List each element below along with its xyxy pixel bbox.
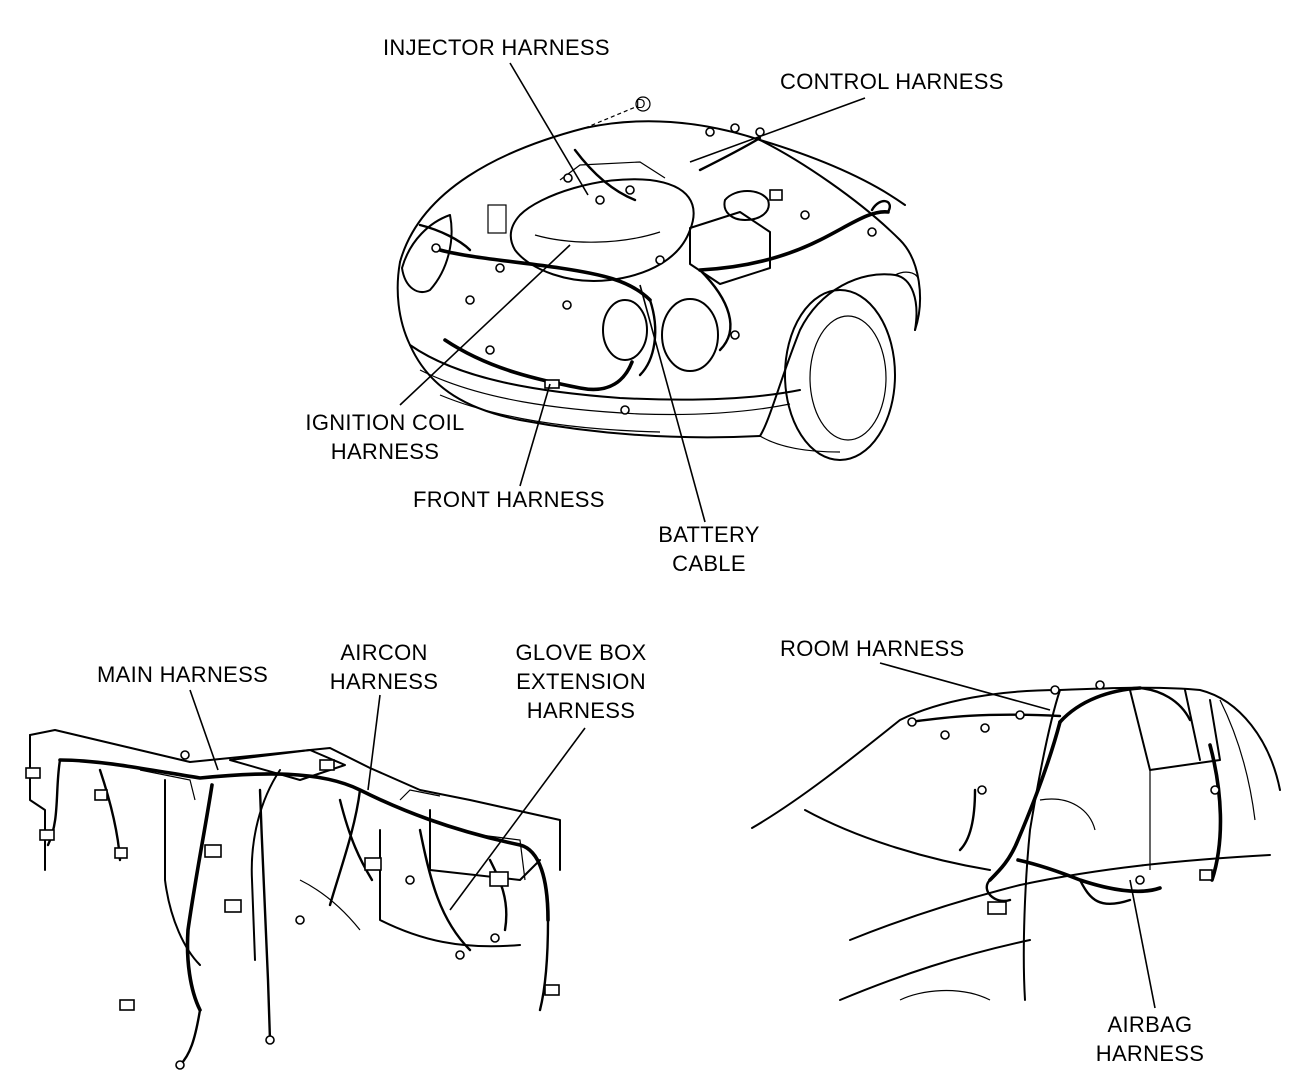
car-body-connectors [907,680,1220,915]
label-injector-harness-text: INJECTOR HARNESS [383,35,610,60]
label-ignition-coil-harness-line1: IGNITION COIL [305,410,465,435]
leader-lines [189,62,1156,1009]
label-aircon-harness-line2: HARNESS [329,669,439,694]
label-ignition-coil-harness: IGNITION COIL HARNESS [298,408,472,466]
label-control-harness: CONTROL HARNESS [780,67,1004,96]
engine-bay-connectors [431,123,877,415]
label-ref-marker-text: D [636,96,646,111]
label-glove-box-line1: GLOVE BOX [515,640,647,665]
label-airbag-harness: AIRBAG HARNESS [1088,1010,1212,1068]
label-front-harness-text: FRONT HARNESS [413,487,605,512]
label-injector-harness: INJECTOR HARNESS [383,33,610,62]
label-ignition-coil-harness-line2: HARNESS [330,439,440,464]
label-glove-box-line2: EXTENSION [516,669,646,694]
car-body-illustration [751,686,1281,1001]
label-battery-cable-line2: CABLE [672,551,746,576]
label-aircon-harness: AIRCON HARNESS [323,638,445,696]
label-airbag-harness-line1: AIRBAG [1107,1012,1193,1037]
label-aircon-harness-line1: AIRCON [340,640,428,665]
label-front-harness: FRONT HARNESS [413,485,605,514]
instrument-panel-connectors [25,750,560,1070]
instrument-panel-illustration [29,729,561,1067]
label-main-harness: MAIN HARNESS [97,660,268,689]
label-control-harness-text: CONTROL HARNESS [780,69,1004,94]
label-battery-cable-line1: BATTERY [658,522,760,547]
label-battery-cable: BATTERY CABLE [650,520,768,578]
engine-bay-illustration [396,120,921,461]
label-airbag-harness-line2: HARNESS [1095,1041,1205,1066]
label-room-harness: ROOM HARNESS [780,634,965,663]
label-ref-marker: D [636,90,646,118]
label-glove-box-line3: HARNESS [526,698,636,723]
label-main-harness-text: MAIN HARNESS [97,662,269,687]
label-room-harness-text: ROOM HARNESS [780,636,965,661]
label-glove-box-extension-harness: GLOVE BOX EXTENSION HARNESS [505,638,657,725]
